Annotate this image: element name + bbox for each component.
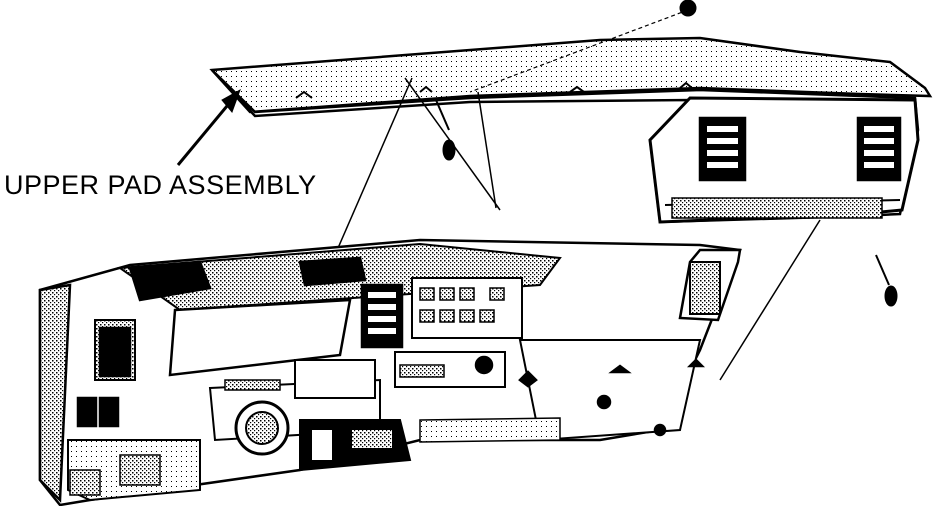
callout-arrow: [176, 88, 241, 166]
upper-pad-assembly-label: UPPER PAD ASSEMBLY: [4, 170, 317, 200]
upper-pad-assembly: [209, 36, 933, 224]
screw-icon: [875, 254, 898, 307]
instrument-panel: [38, 238, 742, 506]
screw-icon: [469, 0, 697, 93]
screw-icon: [435, 99, 456, 161]
